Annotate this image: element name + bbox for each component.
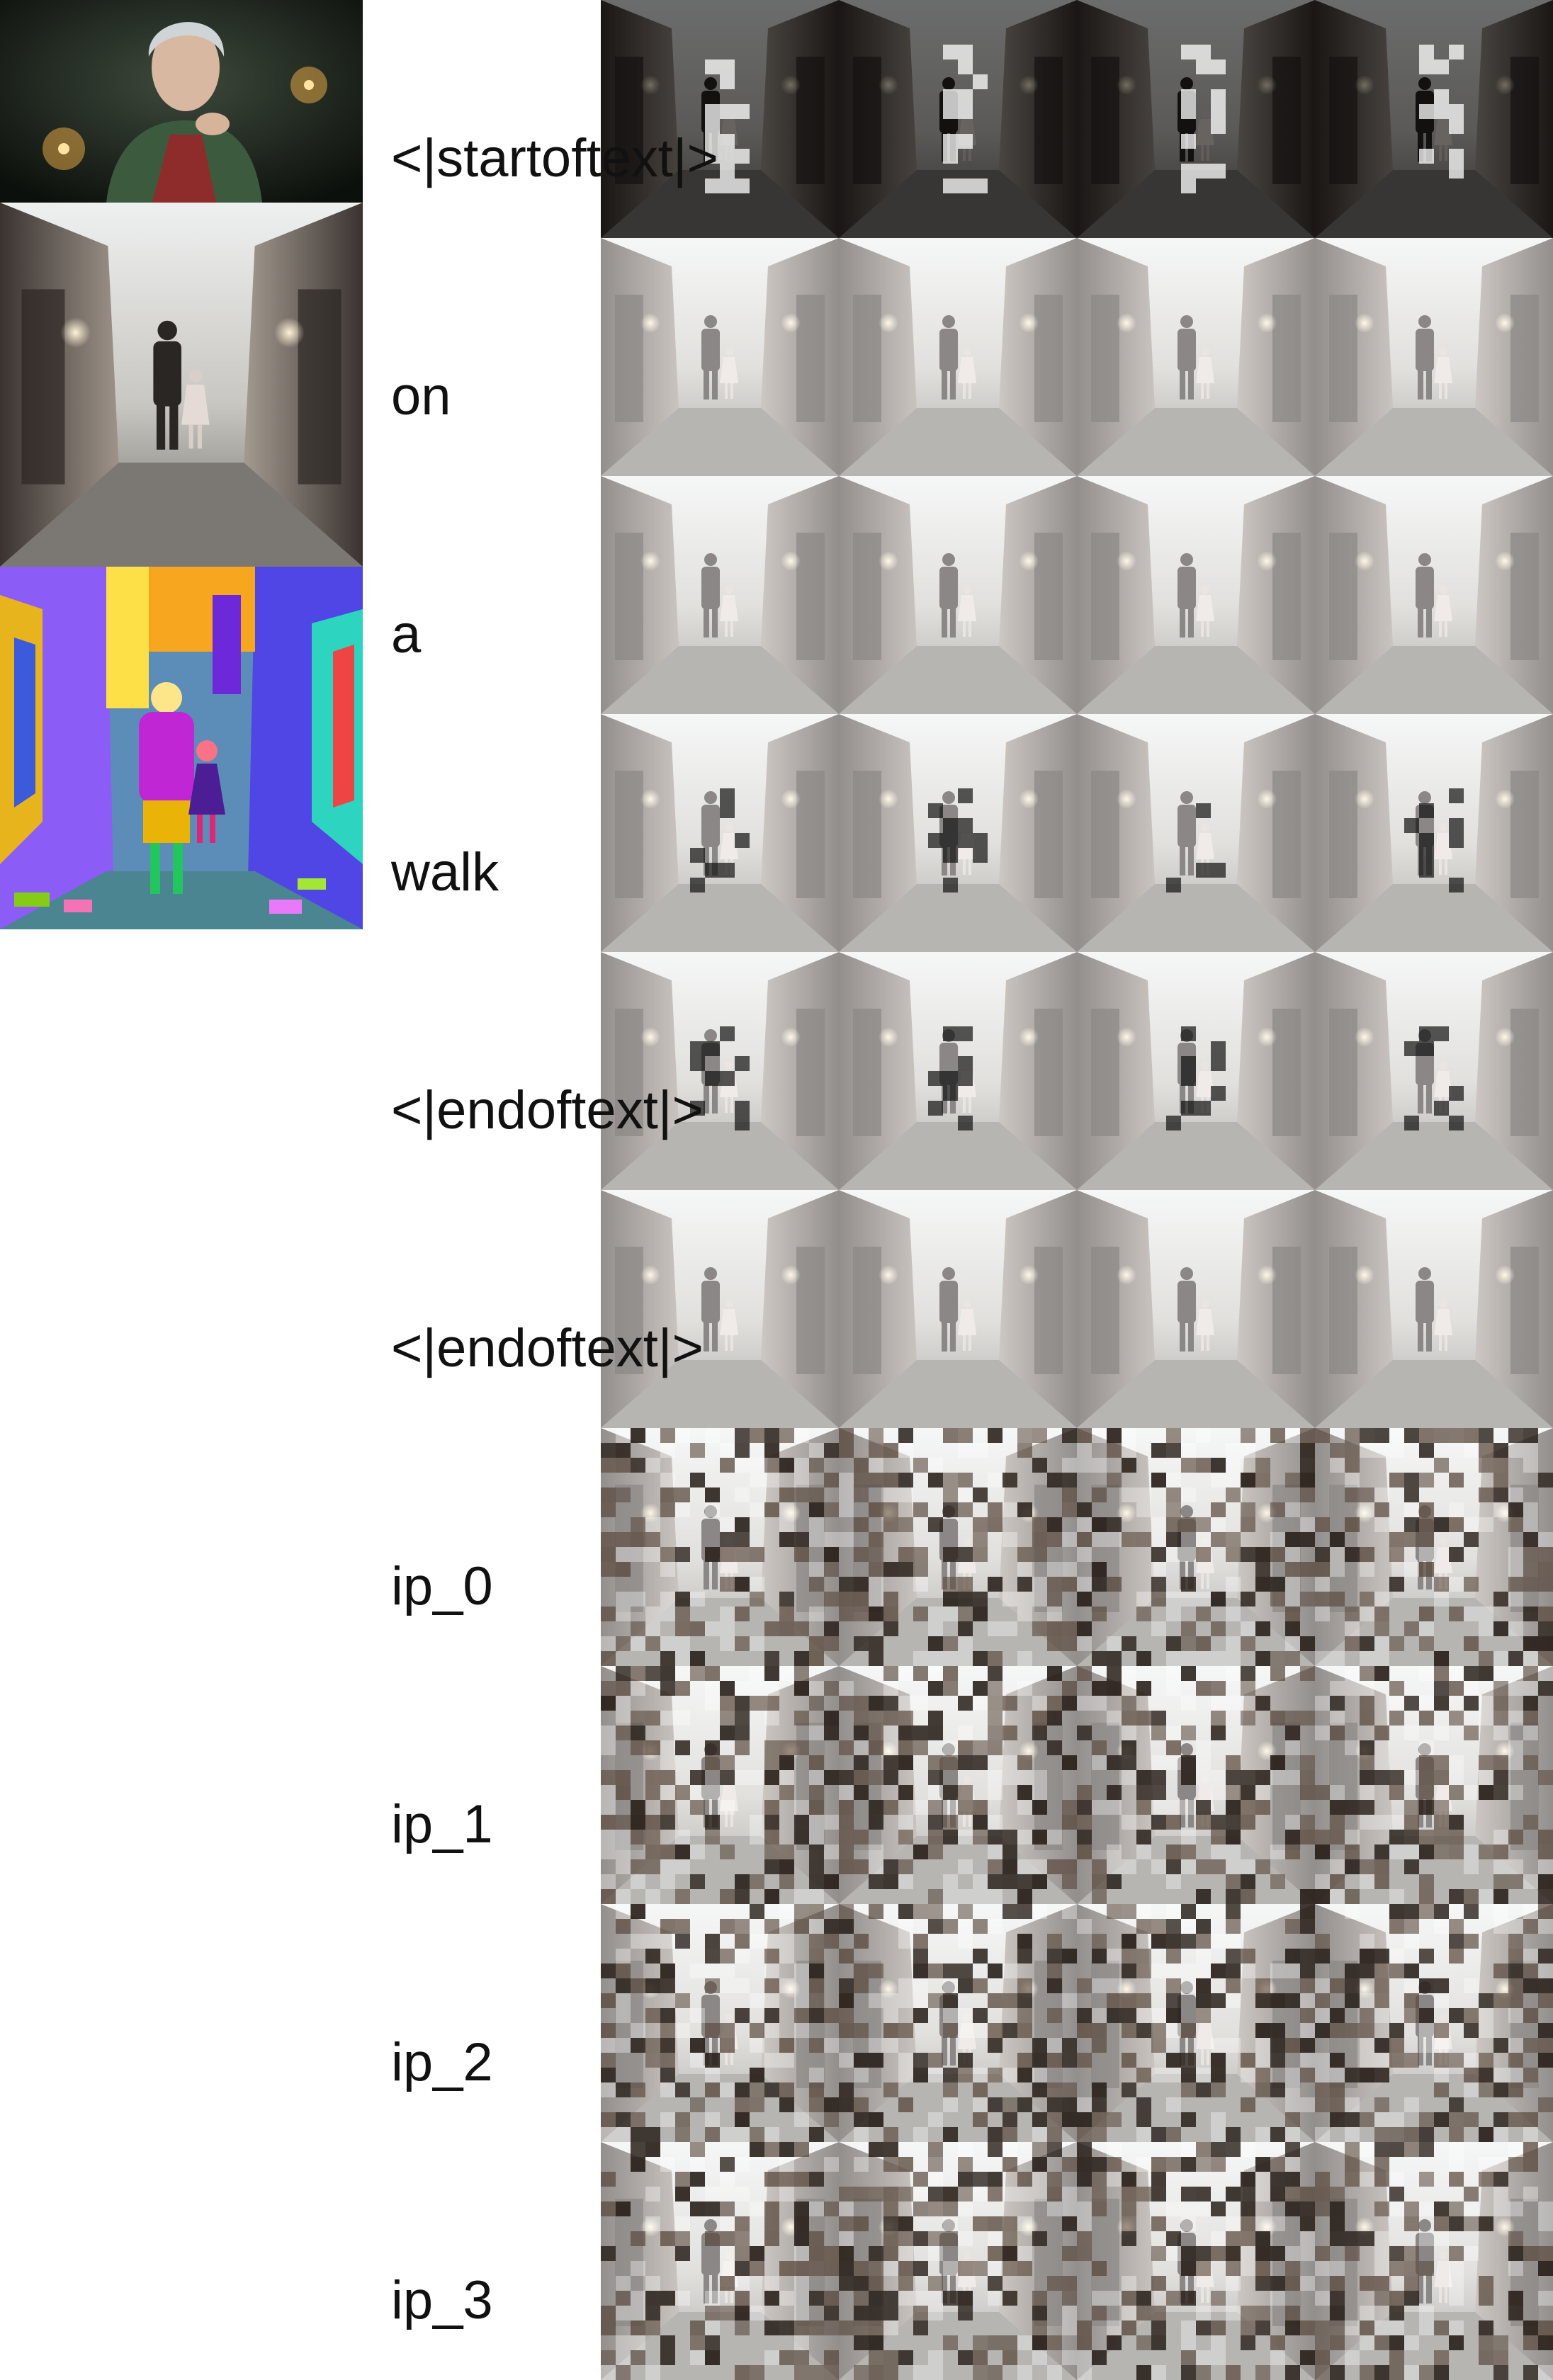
token-label-ip-0: ip_0 (391, 1556, 493, 1616)
attention-row-6 (601, 1428, 1553, 1666)
attention-map-cell (601, 476, 839, 714)
attention-map-cell (601, 1904, 839, 2142)
generated-alley-image (0, 203, 363, 567)
attention-map-cell (1315, 476, 1553, 714)
segmentation-map-image (0, 567, 363, 929)
attention-map-cell (1315, 0, 1553, 238)
token-label-walk: walk (391, 842, 499, 902)
attention-map-cell (839, 952, 1077, 1190)
token-label-on: on (391, 366, 451, 426)
attention-map-cell (1077, 1190, 1315, 1428)
attention-map-cell (1315, 1666, 1553, 1904)
attention-map-cell (1315, 238, 1553, 476)
token-label-startoftext: <|startoftext|> (391, 128, 718, 188)
attention-map-cell (601, 714, 839, 952)
attention-map-cell (839, 2142, 1077, 2380)
attention-map-cell (1315, 1190, 1553, 1428)
attention-row-7 (601, 1666, 1553, 1904)
attention-map-cell (1077, 714, 1315, 952)
attention-map-cell (1077, 1666, 1315, 1904)
attention-map-cell (839, 1904, 1077, 2142)
attention-map-cell (601, 0, 839, 238)
attention-map-cell (1315, 714, 1553, 952)
token-label-endoftext-1: <|endoftext|> (391, 1080, 704, 1140)
attention-row-0 (601, 0, 1553, 238)
attention-map-cell (1077, 476, 1315, 714)
attention-map-cell (1315, 952, 1553, 1190)
attention-map-grid (601, 0, 1553, 2380)
attention-map-cell (1077, 952, 1315, 1190)
attention-map-cell (601, 1666, 839, 1904)
attention-map-cell (1077, 1904, 1315, 2142)
attention-row-2 (601, 476, 1553, 714)
attention-map-cell (839, 1190, 1077, 1428)
attention-map-cell (601, 1190, 839, 1428)
attention-row-1 (601, 238, 1553, 476)
attention-map-cell (1077, 1428, 1315, 1666)
token-label-ip-2: ip_2 (391, 2032, 493, 2092)
token-label-a: a (391, 604, 422, 664)
attention-map-cell (1315, 1428, 1553, 1666)
attention-map-cell (839, 476, 1077, 714)
attention-row-8 (601, 1904, 1553, 2142)
attention-map-cell (839, 714, 1077, 952)
attention-map-cell (1077, 0, 1315, 238)
attention-map-cell (1077, 238, 1315, 476)
attention-map-cell (601, 952, 839, 1190)
token-label-ip-3: ip_3 (391, 2270, 493, 2330)
attention-map-cell (839, 1428, 1077, 1666)
portrait-reference-image (0, 0, 363, 203)
attention-map-cell (601, 2142, 839, 2380)
attention-map-cell (1315, 2142, 1553, 2380)
attention-map-cell (1315, 1904, 1553, 2142)
attention-map-cell (839, 1666, 1077, 1904)
token-label-endoftext-2: <|endoftext|> (391, 1318, 704, 1378)
attention-map-cell (839, 238, 1077, 476)
token-label-ip-1: ip_1 (391, 1794, 493, 1854)
attention-row-5 (601, 1190, 1553, 1428)
attention-map-cell (839, 0, 1077, 238)
attention-row-3 (601, 714, 1553, 952)
attention-map-cell (1077, 2142, 1315, 2380)
attention-map-cell (601, 1428, 839, 1666)
attention-row-9 (601, 2142, 1553, 2380)
attention-row-4 (601, 952, 1553, 1190)
attention-map-cell (601, 238, 839, 476)
